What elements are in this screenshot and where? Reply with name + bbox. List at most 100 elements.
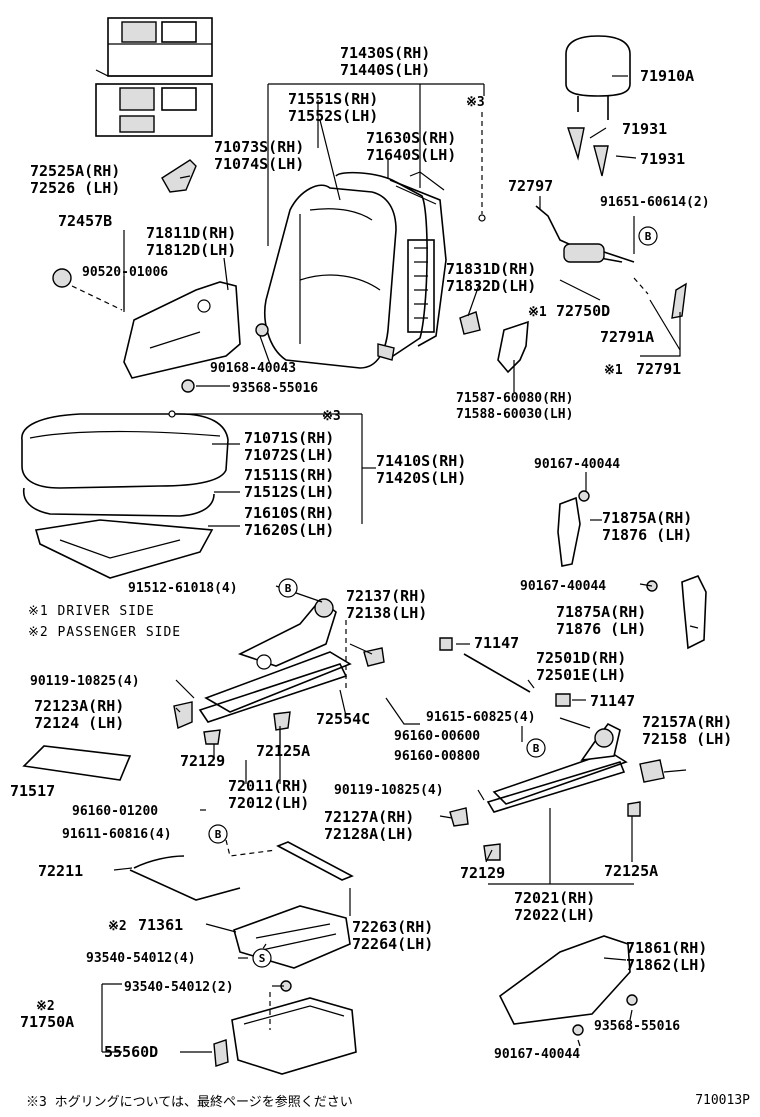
- label-71862: 71862(LH): [626, 956, 707, 974]
- label-72127a: 72127A(RH): [324, 808, 414, 826]
- bar-72263: [276, 841, 354, 881]
- headrest: [565, 35, 631, 177]
- storage-tray: [213, 980, 357, 1075]
- label-71876-b: 71876 (LH): [556, 620, 646, 638]
- mark-note3-a: ※3: [466, 95, 485, 110]
- label-72123a: 72123A(RH): [34, 697, 124, 715]
- label-71147-b: 71147: [590, 692, 635, 710]
- marker-b-4: B: [208, 824, 228, 844]
- label-90167-c: 90167-40044: [494, 1047, 580, 1062]
- label-71811d: 71811D(RH): [146, 224, 236, 242]
- label-71831d: 71831D(RH): [446, 260, 536, 278]
- under-tray-71361: [233, 905, 351, 969]
- label-71440s: 71440S(LH): [340, 61, 430, 79]
- cable-assembly: [535, 205, 687, 319]
- label-71552s: 71552S(LH): [288, 107, 378, 125]
- label-71610s: 71610S(RH): [244, 504, 334, 522]
- label-72157a: 72157A(RH): [642, 713, 732, 731]
- label-72264: 72264(LH): [352, 935, 433, 953]
- label-71640s: 71640S(LH): [366, 146, 456, 164]
- label-93540-b: 93540-54012(2): [124, 980, 234, 995]
- label-96160-c: 96160-01200: [72, 804, 158, 819]
- mark-note2-b: ※2: [36, 999, 55, 1014]
- label-91512: 91512-61018(4): [128, 581, 238, 596]
- label-71511s: 71511S(RH): [244, 466, 334, 484]
- marker-b-2-text: B: [285, 582, 292, 595]
- label-90167-b: 90167-40044: [520, 579, 606, 594]
- belt-anchor-lower: [646, 574, 707, 650]
- label-72554c: 72554C: [316, 710, 370, 728]
- label-72457b: 72457B: [58, 212, 112, 230]
- label-71072s: 71072S(LH): [244, 446, 334, 464]
- label-71420s: 71420S(LH): [376, 469, 466, 487]
- part-labels: 71430S(RH) 71440S(LH) 71551S(RH) 71552S(…: [10, 44, 732, 1062]
- label-71630s: 71630S(RH): [366, 129, 456, 147]
- seat-back-assembly: [264, 171, 447, 369]
- label-55560d: 55560D: [104, 1043, 158, 1061]
- label-91615: 91615-60825(4): [426, 710, 536, 725]
- label-71875a-a: 71875A(RH): [602, 509, 692, 527]
- label-91651: 91651-60614(2): [600, 195, 710, 210]
- label-71517: 71517: [10, 782, 55, 800]
- label-72791: 72791: [636, 360, 681, 378]
- label-71931-a: 71931: [622, 120, 667, 138]
- mark-note3-b: ※3: [322, 409, 341, 424]
- diagram-code: 710013P: [695, 1093, 750, 1108]
- note-driver-side: ※1 DRIVER SIDE: [28, 604, 155, 619]
- label-71620s: 71620S(LH): [244, 521, 334, 539]
- marker-s-1: S: [252, 948, 272, 968]
- label-72137: 72137(RH): [346, 587, 427, 605]
- label-72124: 72124 (LH): [34, 714, 124, 732]
- label-72012: 72012(LH): [228, 794, 309, 812]
- label-93568-a: 93568-55016: [232, 381, 318, 396]
- bracket-72525a: [161, 159, 197, 193]
- note-marks: ※3 ※1 ※1 ※3 ※2 ※2: [36, 95, 623, 1014]
- label-71073s: 71073S(RH): [214, 138, 304, 156]
- label-96160-a: 96160-00600: [394, 729, 480, 744]
- label-72128a: 72128A(LH): [324, 825, 414, 843]
- side-shield: [498, 935, 638, 1036]
- label-93568-b: 93568-55016: [594, 1019, 680, 1034]
- label-71861: 71861(RH): [626, 939, 707, 957]
- label-72791a: 72791A: [600, 328, 654, 346]
- mark-note1-b: ※1: [604, 363, 623, 378]
- seat-track-right: [449, 722, 665, 861]
- label-72129-a: 72129: [180, 752, 225, 770]
- note-passenger-side: ※2 PASSENGER SIDE: [28, 625, 181, 640]
- label-90520: 90520-01006: [82, 265, 168, 280]
- label-71875a-b: 71875A(RH): [556, 603, 646, 621]
- label-71832d: 71832D(LH): [446, 277, 536, 295]
- label-71588: 71588-60030(LH): [456, 407, 573, 422]
- label-71910a: 71910A: [640, 67, 694, 85]
- mat-71517: [22, 745, 132, 781]
- leader-lines: [71, 75, 699, 1053]
- link-rod: [439, 637, 571, 707]
- marker-b-3: B: [526, 738, 546, 758]
- label-72525a: 72525A(RH): [30, 162, 120, 180]
- marker-b-2: B: [278, 578, 298, 598]
- label-71071s: 71071S(RH): [244, 429, 334, 447]
- footer-note: ※3 ホグリングについては、最終ページを参照ください: [26, 1094, 353, 1110]
- mark-note1-a: ※1: [528, 305, 547, 320]
- label-71931-b: 71931: [640, 150, 685, 168]
- label-72501e: 72501E(LH): [536, 666, 626, 684]
- marker-s-1-text: S: [259, 952, 266, 965]
- label-71587: 71587-60080(RH): [456, 391, 573, 406]
- marker-b-1: B: [638, 226, 658, 246]
- label-72022: 72022(LH): [514, 906, 595, 924]
- label-90119-a: 90119-10825(4): [30, 674, 140, 689]
- label-96160-b: 96160-00800: [394, 749, 480, 764]
- label-71410s: 71410S(RH): [376, 452, 466, 470]
- clip-71831d: [459, 311, 481, 335]
- wire-72211: [129, 855, 241, 901]
- marker-b-1-text: B: [645, 230, 652, 243]
- label-71361: 71361: [138, 916, 183, 934]
- label-72011: 72011(RH): [228, 777, 309, 795]
- label-72263: 72263(RH): [352, 918, 433, 936]
- recliner-cover: [52, 268, 269, 393]
- label-90119-b: 90119-10825(4): [334, 783, 444, 798]
- label-72501d: 72501D(RH): [536, 649, 626, 667]
- label-71430s: 71430S(RH): [340, 44, 430, 62]
